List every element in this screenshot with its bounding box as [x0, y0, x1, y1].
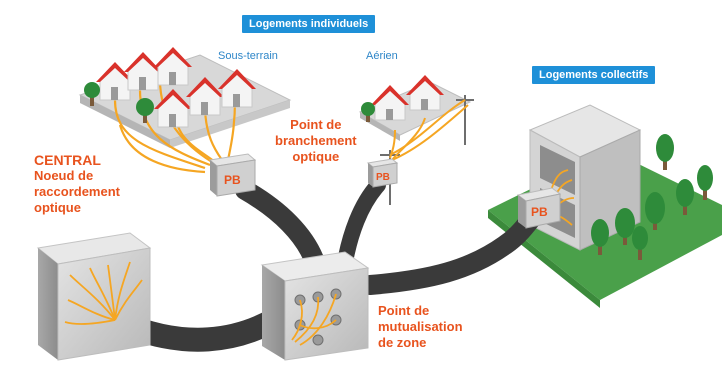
tree-icon: [591, 134, 713, 260]
fiber-aerial: [389, 99, 469, 161]
distribution-box-icon: [208, 153, 257, 197]
mutualisation-line-3: de zone: [378, 335, 427, 350]
house-icon: [218, 69, 256, 108]
pb-tag-aerial: PB: [376, 172, 390, 183]
central-node-box: [36, 232, 152, 361]
tree-icon: [361, 102, 375, 122]
tree-icon: [136, 98, 154, 123]
house-icon: [124, 52, 162, 91]
house-icon: [154, 89, 192, 128]
label-individual-housing: Logements individuels: [242, 15, 376, 33]
house-icon: [186, 77, 224, 116]
house-icon: [406, 75, 444, 111]
branch-point-line-2: branchement: [275, 133, 357, 148]
mutualisation-box: [260, 251, 370, 361]
label-underground: Sous-terrain: [218, 50, 278, 62]
branch-point-line-3: optique: [292, 149, 340, 164]
house-icon: [371, 85, 409, 121]
label-branch-point: Point de branchement optique: [275, 117, 357, 165]
label-collective-housing: Logements collectifs: [532, 66, 656, 84]
house-icon: [96, 62, 134, 101]
label-mutualisation-point: Point de mutualisation de zone: [378, 303, 463, 351]
tree-icon: [84, 82, 100, 106]
label-aerial: Aérien: [366, 50, 398, 62]
distribution-box-icon: [516, 187, 562, 229]
central-line-2: raccordement: [34, 184, 120, 199]
pb-tag-underground: PB: [224, 173, 241, 187]
central-line-3: optique: [34, 200, 81, 215]
central-line-1: Noeud de: [34, 168, 94, 183]
mutualisation-line-1: Point de: [378, 303, 430, 318]
pb-tag-collective: PB: [531, 205, 548, 219]
distribution-box-icon: [366, 158, 399, 188]
label-central: CENTRAL Noeud de raccordement optique: [34, 152, 120, 216]
mutualisation-line-2: mutualisation: [378, 319, 463, 334]
house-icon: [154, 47, 192, 86]
central-title: CENTRAL: [34, 152, 101, 168]
branch-point-line-1: Point de: [290, 117, 342, 132]
